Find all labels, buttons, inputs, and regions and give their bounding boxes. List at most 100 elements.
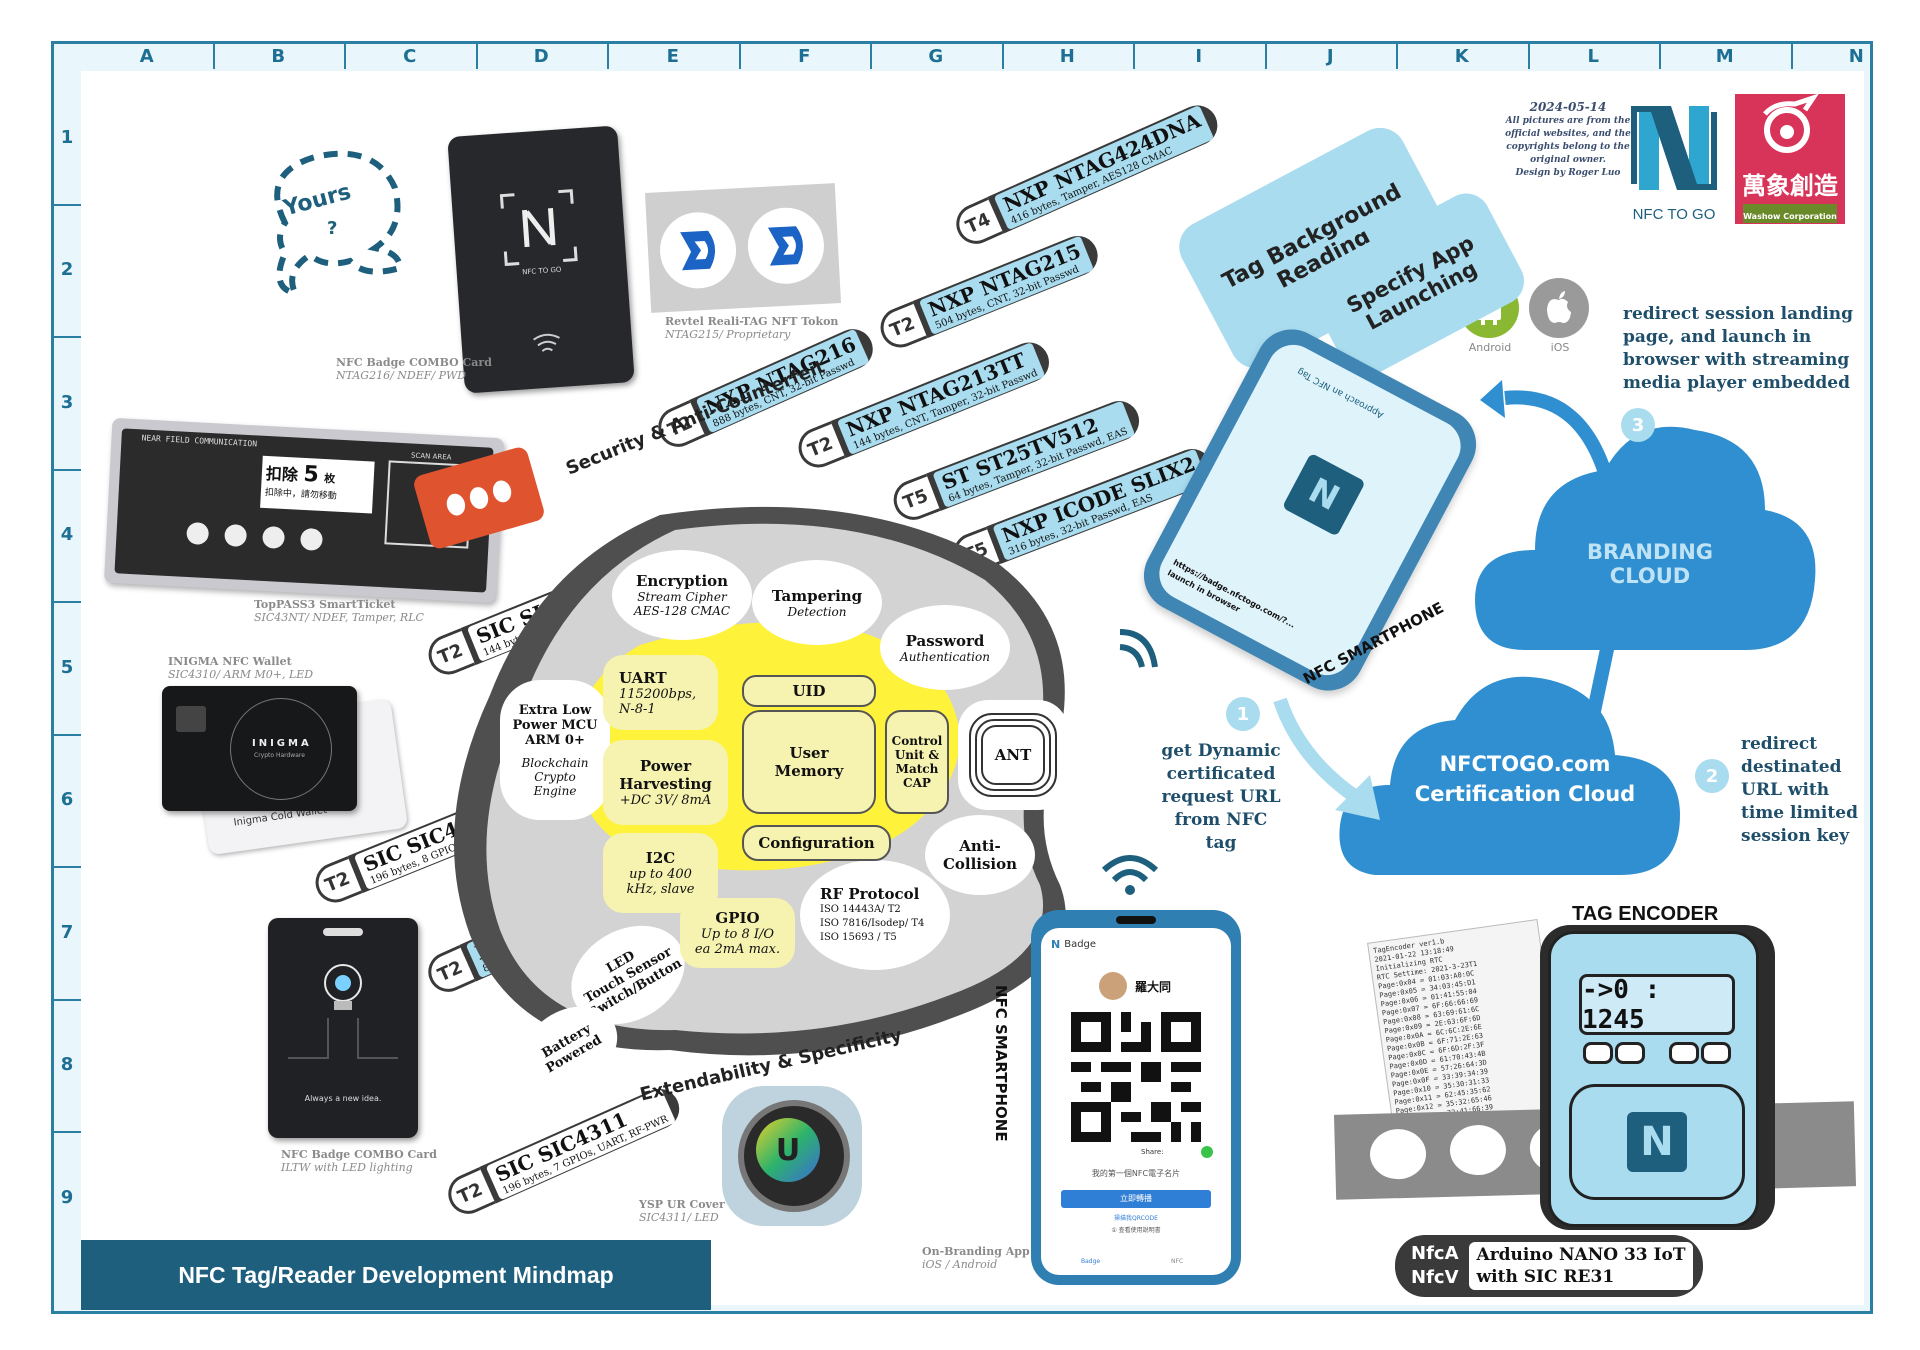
nfc-n-icon: N	[1627, 1112, 1687, 1172]
caption-detail: ILTW with LED lighting	[281, 1161, 413, 1174]
qr-code-icon	[1071, 1012, 1201, 1142]
certification-cloud-text: Certification Cloud	[1414, 782, 1636, 806]
badge-usage-link[interactable]: ① 查看使用說明書	[1111, 1227, 1161, 1234]
badge-slogan: Always a new idea.	[304, 1094, 382, 1103]
row-header: 1	[60, 126, 74, 148]
apple-icon	[1529, 278, 1589, 338]
grid-tick	[53, 998, 81, 1001]
grid-tick	[53, 1131, 81, 1133]
step-2-number: 2	[1695, 759, 1729, 793]
control-label: Match	[895, 762, 939, 776]
step-3-number: 3	[1621, 408, 1655, 442]
badge-save-button[interactable]: 立即轉播	[1061, 1190, 1211, 1208]
encoder-hardware: Arduino NANO 33 IoT	[1476, 1245, 1686, 1265]
credits-line: Design by Roger Luo	[1515, 168, 1621, 178]
badge-tab[interactable]: Badge	[1081, 1258, 1101, 1265]
step-1-line: request URL	[1161, 787, 1281, 807]
badge-scan-link[interactable]: 掃描我QRCODE	[1114, 1215, 1158, 1222]
uart-sub: 115200bps,	[619, 686, 697, 702]
ysp-ur-watch: U	[712, 1078, 872, 1238]
encoder-button[interactable]	[1583, 1042, 1613, 1064]
grid-tick	[212, 43, 215, 69]
i2c-sub: kHz, slave	[626, 882, 695, 897]
grid-tick	[738, 43, 741, 69]
grid-tick	[344, 43, 346, 69]
grid-tick	[475, 43, 478, 69]
encoder-protocol: NfcA	[1411, 1243, 1459, 1264]
hub-power-harvesting: Power Harvesting +DC 3V/ 8mA	[603, 740, 728, 825]
badge-app-phone: N Badge 羅大同 Share: 我的第一個NFC電子名片 立即轉播 掃描我…	[1031, 910, 1241, 1285]
caption-title: TopPASS3 SmartTicket	[254, 598, 396, 611]
nfc-wave-icon	[1119, 629, 1158, 668]
uart-title: UART	[619, 668, 667, 687]
mcu-sub: Crypto	[534, 769, 576, 784]
column-header: K	[1454, 45, 1469, 67]
row-header: 6	[60, 789, 74, 811]
control-label: Control	[891, 734, 943, 748]
lightbulb-icon	[288, 964, 398, 1059]
caption-inigma: INIGMA NFC Wallet SIC4310/ ARM M0+, LED	[168, 655, 313, 681]
grid-tick	[1790, 43, 1793, 69]
mcu-title: ARM 0+	[525, 732, 585, 748]
hub-gpio: GPIO Up to 8 I/O ea 2mA max.	[680, 898, 795, 968]
gpio-sub: Up to 8 I/O	[700, 927, 775, 942]
antenna-coil-icon	[969, 713, 1057, 797]
iltw-badge-card: Always a new idea.	[268, 918, 418, 1138]
encoder-protocol: NfcV	[1411, 1267, 1459, 1288]
encoder-button[interactable]	[1701, 1042, 1731, 1064]
revtel-logo-icon	[680, 230, 716, 271]
grid-tick	[53, 468, 81, 471]
encryption-sub: Stream Cipher	[637, 590, 727, 604]
gpio-sub: ea 2mA max.	[694, 942, 781, 957]
hub-uart: UART 115200bps, N-8-1	[603, 655, 718, 730]
column-header: J	[1326, 45, 1334, 67]
badge-phone-label: NFC SMARTPHONE	[992, 985, 1010, 1142]
ticket-screen-hint: 扣除中，請勿移動	[264, 487, 338, 502]
column-header: I	[1195, 45, 1203, 67]
step-1-text: get Dynamic certificated request URL fro…	[1161, 740, 1281, 855]
step-3-line: browser with streaming	[1623, 350, 1850, 370]
caption-on-branding: On-Branding App iOS / Android	[922, 1245, 1030, 1271]
column-header: A	[139, 45, 154, 67]
wallet-chip	[176, 706, 206, 732]
revtel-tokens	[644, 183, 842, 313]
certification-cloud-text: NFCTOGO.com	[1439, 752, 1611, 776]
encoder-title: TAG ENCODER	[1572, 903, 1719, 925]
credits: 2024-05-14 All pictures are from the off…	[1483, 101, 1653, 180]
ur-logo-icon: U	[756, 1118, 820, 1182]
grid-tick	[53, 601, 81, 603]
grid-tick	[53, 866, 81, 868]
badge-app-nfc-icon: N	[1051, 938, 1061, 951]
encoder-button[interactable]	[1615, 1042, 1645, 1064]
washow-logo: 萬象創造 Washow Corporation	[1735, 93, 1845, 224]
encoder-hardware-label: NfcA NfcV Arduino NANO 33 IoT with SIC R…	[1395, 1235, 1704, 1297]
ios-platform: iOS	[1529, 278, 1591, 354]
washow-logo-en: Washow Corporation	[1743, 212, 1837, 221]
encoder-button[interactable]	[1669, 1042, 1699, 1064]
mcu-sub: Blockchain	[521, 755, 589, 770]
caption-title: NFC Badge COMBO Card	[281, 1148, 437, 1161]
encoder-nfc-pad: N	[1569, 1084, 1745, 1200]
config-label: Configuration	[758, 834, 875, 852]
badge-app-screen: N Badge 羅大同 Share: 我的第一個NFC電子名片 立即轉播 掃描我…	[1041, 928, 1231, 1275]
title-bar: NFC Tag/Reader Development Mindmap	[81, 1240, 711, 1310]
grid-tick	[1264, 43, 1267, 69]
i2c-title: I2C	[645, 849, 676, 867]
wallet-brand: INIGMA	[252, 738, 312, 749]
caption-title: NFC Badge COMBO Card	[336, 356, 492, 369]
badge-tab[interactable]: NFC	[1171, 1258, 1184, 1265]
uart-sub: N-8-1	[619, 701, 656, 717]
phone-speaker	[1116, 916, 1156, 924]
step-2-line: session key	[1741, 826, 1850, 846]
column-header: D	[533, 45, 549, 67]
power-title: Power	[639, 757, 692, 775]
column-header: H	[1059, 45, 1075, 67]
branding-cloud-text: BRANDING	[1586, 540, 1714, 564]
credits-line: official websites, and the	[1505, 129, 1631, 139]
ant-label: ANT	[990, 746, 1036, 764]
share-line-icon[interactable]	[1201, 1146, 1213, 1158]
rf-sub: ISO 15693 / T5	[820, 932, 897, 943]
password-sub: Authentication	[900, 649, 990, 664]
credits-line: All pictures are from the	[1505, 116, 1631, 126]
caption-detail: SIC43NT/ NDEF, Tamper, RLC	[254, 611, 424, 624]
